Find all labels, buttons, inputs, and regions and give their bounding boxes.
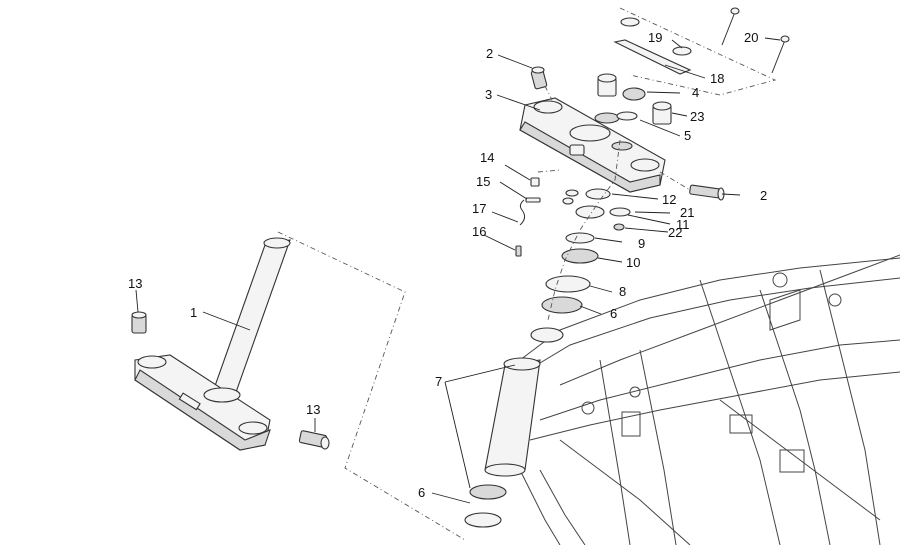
callout-4: 4 [692,85,699,100]
upper-triple-clamp [519,97,666,193]
callout-9: 9 [638,236,645,251]
callout-1: 1 [190,305,197,320]
motorcycle-frame [519,254,900,545]
callout-17: 17 [472,201,486,216]
bolt-2-top [530,66,548,90]
callout-2-right: 2 [760,188,767,203]
leader-lines [135,37,781,504]
callout-10: 10 [626,255,640,270]
callout-5: 5 [684,128,691,143]
callout-13-left: 13 [128,276,142,291]
callout-16: 16 [472,224,486,239]
callout-18: 18 [710,71,724,86]
callout-6-lower: 6 [418,485,425,500]
callouts: 1 2 2 3 4 5 6 6 7 8 9 10 11 12 13 13 14 … [128,30,767,500]
callout-14: 14 [480,150,494,165]
bolt-13-left [131,311,147,334]
assembly-lines [277,7,777,541]
bolt-13-lower [298,430,330,450]
callout-15: 15 [476,174,490,189]
callout-21: 21 [680,205,694,220]
callout-7: 7 [435,374,442,389]
riser-bushings [597,73,672,125]
bridge-plate [613,17,692,75]
callout-23: 23 [690,109,704,124]
callout-3: 3 [485,87,492,102]
long-bolts-20 [721,7,790,74]
callout-19: 19 [648,30,662,45]
small-parts [515,177,541,257]
callout-13-lower: 13 [306,402,320,417]
bolt-2-right [689,184,725,201]
head-tube [484,357,541,477]
callout-6-upper: 6 [610,306,617,321]
callout-20: 20 [744,30,758,45]
callout-2-top: 2 [486,46,493,61]
callout-22: 22 [668,225,682,240]
callout-11: 11 [676,217,690,232]
callout-12: 12 [662,192,676,207]
bearing-stack [464,188,631,528]
lower-triple-clamp [134,237,291,451]
callout-8: 8 [619,284,626,299]
